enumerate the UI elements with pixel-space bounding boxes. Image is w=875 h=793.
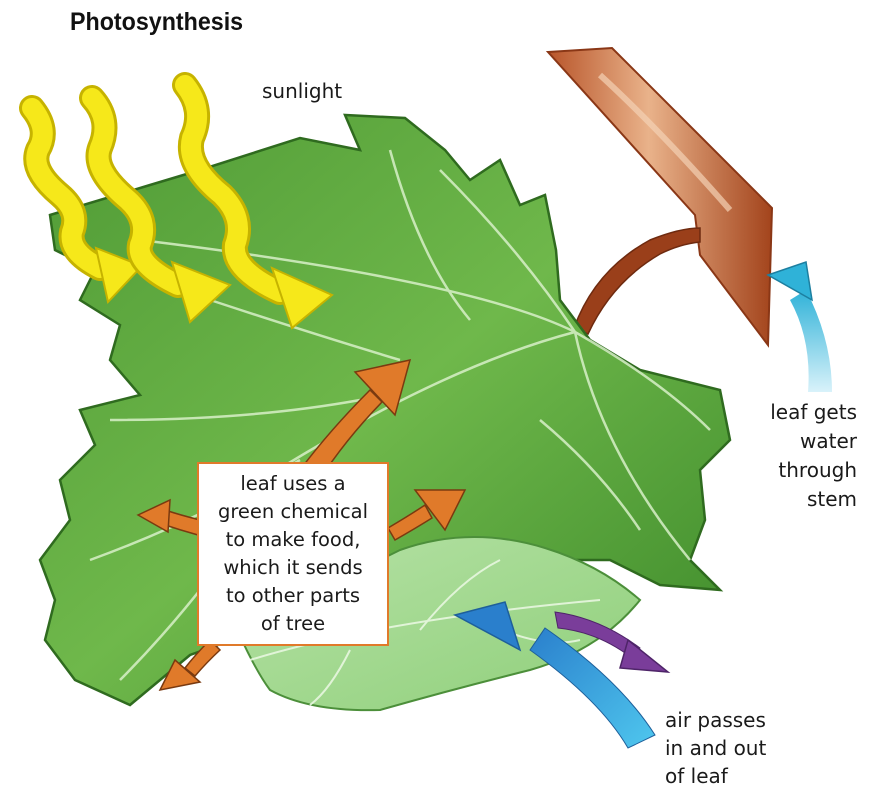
food-label-box: leaf uses a green chemical to make food,… bbox=[197, 462, 389, 646]
branch bbox=[548, 48, 772, 345]
food-label-line: leaf uses a bbox=[240, 470, 345, 498]
water-label-line: leaf gets bbox=[770, 398, 857, 427]
food-label-line: to make food, bbox=[226, 526, 361, 554]
air-label-line: in and out bbox=[665, 734, 766, 762]
air-label: air passes in and out of leaf bbox=[665, 706, 766, 790]
leaf-stem bbox=[574, 228, 700, 334]
page-title: Photosynthesis bbox=[70, 8, 243, 37]
water-label-line: through bbox=[770, 456, 857, 485]
food-label-line: of tree bbox=[261, 610, 325, 638]
air-label-line: of leaf bbox=[665, 762, 766, 790]
air-label-line: air passes bbox=[665, 706, 766, 734]
food-label-line: to other parts bbox=[226, 582, 360, 610]
water-arrow bbox=[768, 262, 832, 392]
sunlight-label: sunlight bbox=[262, 78, 342, 105]
food-label-line: green chemical bbox=[218, 498, 368, 526]
water-label-line: water bbox=[770, 427, 857, 456]
food-label-line: which it sends bbox=[223, 554, 362, 582]
water-label: leaf gets water through stem bbox=[770, 398, 857, 514]
water-label-line: stem bbox=[770, 485, 857, 514]
